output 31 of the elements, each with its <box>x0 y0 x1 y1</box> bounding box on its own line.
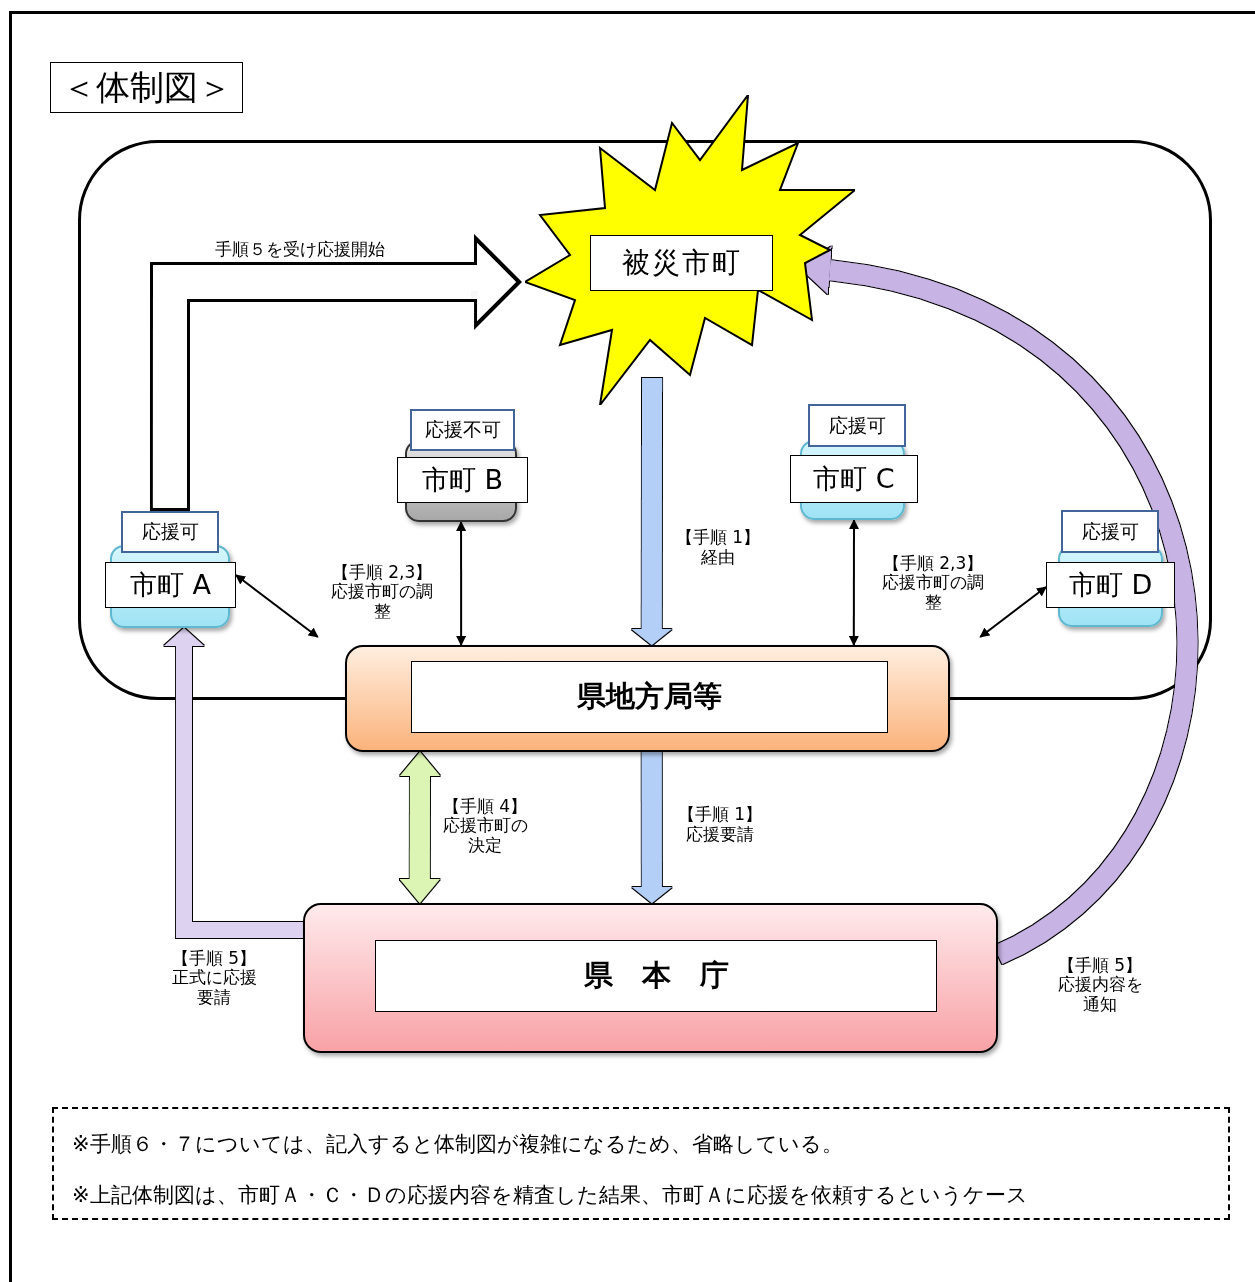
node-label: 市町 C <box>790 455 918 503</box>
edge-label: 【手順 2,3】応援市町の調整 <box>330 562 434 622</box>
edge-label: 手順５を受け応援開始 <box>215 240 385 260</box>
block-arrow <box>164 628 303 938</box>
title: ＜体制図＞ <box>50 62 243 113</box>
block-arrow <box>150 233 523 511</box>
block-arrow <box>631 378 672 645</box>
node-label: 市町 B <box>397 457 528 503</box>
edge-label: 【手順 5】応援内容を通知 <box>1055 955 1145 1015</box>
arrow <box>848 519 859 646</box>
node-label: 市町 A <box>105 562 236 608</box>
block-arrow <box>631 752 672 903</box>
arrow <box>456 521 467 646</box>
office-box <box>303 903 998 1053</box>
note-text: ※手順６・７については、記入すると体制図が複雑になるため、省略している。 <box>72 1131 843 1158</box>
edge-label: 【手順 5】正式に応援要請 <box>169 948 259 1008</box>
note-text: ※上記体制図は、市町Ａ・Ｃ・Ｄの応援内容を精査した結果、市町Ａに応援を依頼するというケース <box>72 1182 1028 1209</box>
status-tag: 応援不可 <box>410 409 515 451</box>
node-label: 市町 D <box>1046 562 1175 608</box>
node-label: 県 本 庁 <box>375 940 937 1012</box>
node-label: 県地方局等 <box>411 661 888 733</box>
block-arrow <box>399 752 440 903</box>
status-tag: 応援可 <box>808 404 906 447</box>
edge-label: 【手順 4】応援市町の決定 <box>440 796 530 856</box>
arrow <box>979 586 1047 638</box>
status-tag: 応援可 <box>1061 510 1159 553</box>
status-tag: 応援可 <box>121 511 219 553</box>
office-box <box>345 645 950 752</box>
arrow <box>235 574 319 638</box>
edge-label: 【手順 2,3】応援市町の調整 <box>881 553 985 613</box>
node-label: 被災市町 <box>590 235 773 291</box>
